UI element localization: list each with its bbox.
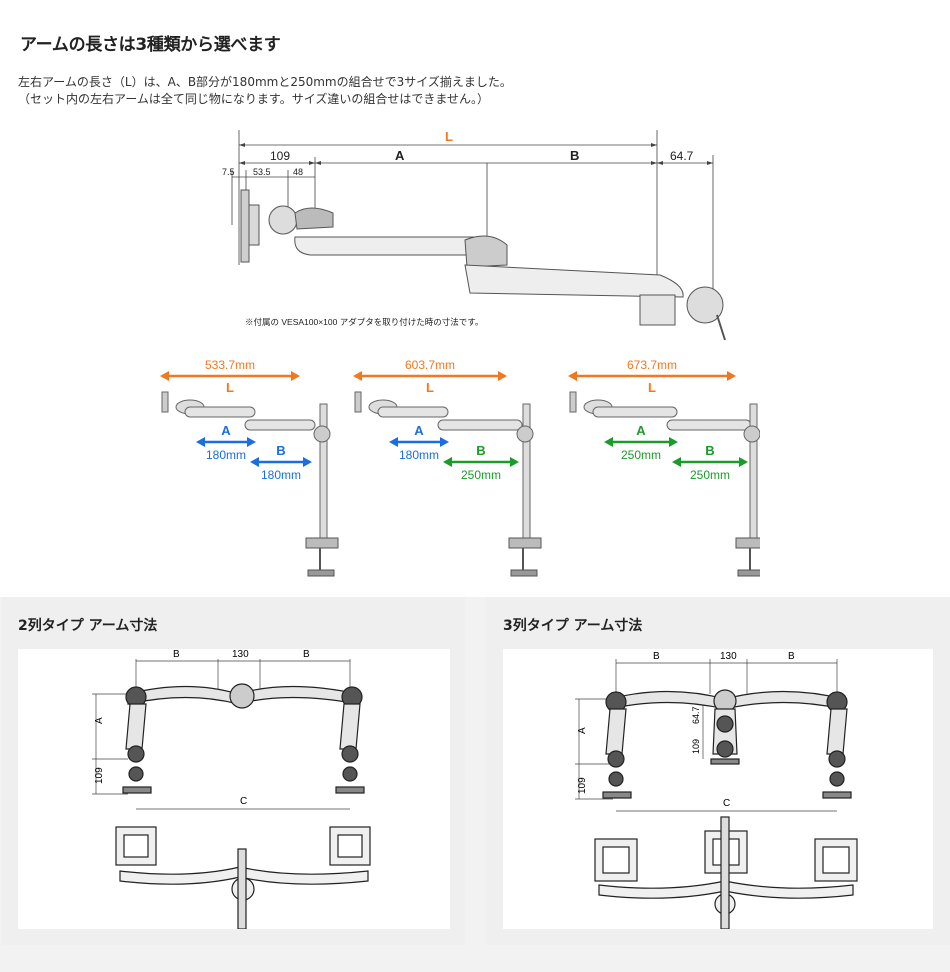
p3-dim-130: 130 bbox=[720, 651, 737, 662]
combo-2-A-value: 180mm bbox=[399, 448, 439, 462]
p3-dim-B-left: B bbox=[653, 651, 660, 662]
main-dim-48: 48 bbox=[293, 167, 303, 177]
combo-1-pole bbox=[319, 403, 328, 545]
combo-1-A-label: A bbox=[221, 423, 231, 438]
combo-1-total-arrow-head-right bbox=[291, 371, 300, 381]
combo-2-A-label: A bbox=[414, 423, 424, 438]
combo-1-pole-joint bbox=[313, 425, 331, 443]
combo-2-arm-a bbox=[377, 406, 449, 418]
combo-2-pole-joint bbox=[516, 425, 534, 443]
p3-front-illustration bbox=[602, 689, 852, 799]
p3-dim-B-right: B bbox=[788, 651, 795, 662]
panel-3-drawing: B 130 B A 109 64.7 109 C bbox=[503, 649, 933, 930]
combo-3-arm-a bbox=[592, 406, 678, 418]
combo-3-A-label: A bbox=[636, 423, 646, 438]
p3-dim-C: C bbox=[723, 798, 730, 809]
combo-3-monitor-plate bbox=[569, 391, 577, 413]
combo-1-A-arrow-head-right bbox=[247, 437, 256, 447]
combo-3-B-arrow-head-right bbox=[739, 457, 748, 467]
combo-1-monitor-plate bbox=[161, 391, 169, 413]
combo-1-B-arrow-head-left bbox=[250, 457, 259, 467]
combo-1-arm-a bbox=[184, 406, 256, 418]
combo-3-total-arrow-head-left bbox=[568, 371, 577, 381]
combo-1-clamp-base bbox=[307, 569, 335, 577]
arm-side-dimension-diagram: L 109 A B 64.7 7.5 53.5 48 ※付属の VESA100×… bbox=[215, 125, 735, 345]
combo-1-B-arrow-head-right bbox=[303, 457, 312, 467]
p2-dim-130: 130 bbox=[232, 649, 249, 660]
p3-dim-109-left: 109 bbox=[577, 777, 588, 794]
p2-dim-B-left: B bbox=[173, 649, 180, 660]
arm-side-illustration bbox=[240, 189, 726, 341]
combo-1-B-label: B bbox=[276, 443, 285, 458]
panel-2-column: 2列タイプ アーム寸法 B 130 B A 109 C bbox=[2, 597, 465, 945]
p2-dim-A: A bbox=[94, 717, 105, 724]
description-line-2: （セット内の左右アームは全て同じ物になります。サイズ違いの組合せはできません。） bbox=[18, 92, 490, 106]
combo-1-total-arrow-head-left bbox=[160, 371, 169, 381]
p2-front-illustration bbox=[122, 683, 365, 794]
combo-3-total-arrow-head-right bbox=[727, 371, 736, 381]
p3-dim-109-mid: 109 bbox=[691, 739, 701, 754]
main-dim-109: 109 bbox=[270, 149, 290, 163]
combo-3-pole-joint bbox=[743, 425, 761, 443]
section-heading: アームの長さは3種類から選べます bbox=[20, 35, 281, 55]
panel-3-column: 3列タイプ アーム寸法 B 130 B A 109 64.7 109 C bbox=[485, 597, 950, 945]
combo-1-clamp bbox=[305, 537, 339, 549]
combo-2-arm-b bbox=[437, 419, 523, 431]
panel-2-drawing: B 130 B A 109 C bbox=[18, 649, 450, 930]
p2-top-illustration bbox=[115, 826, 371, 930]
combo-3-total: 673.7mm bbox=[627, 358, 677, 372]
main-dim-64-7: 64.7 bbox=[670, 149, 694, 163]
panel-3-title: 3列タイプ アーム寸法 bbox=[503, 618, 643, 634]
combo-2-clamp-base bbox=[510, 569, 538, 577]
combo-3-arm-b bbox=[666, 419, 752, 431]
combo-3-pole bbox=[749, 403, 758, 545]
combo-2-B-arrow-head-left bbox=[443, 457, 452, 467]
combo-3-clamp bbox=[735, 537, 769, 549]
combo-2-B-value: 250mm bbox=[461, 468, 501, 482]
combo-3-clamp-base bbox=[737, 569, 765, 577]
p3-top-illustration bbox=[594, 816, 858, 930]
combo-1-B-value: 180mm bbox=[261, 468, 301, 482]
main-L-label: L bbox=[445, 129, 453, 144]
combo-1-A-value: 180mm bbox=[206, 448, 246, 462]
combo-1-A-arrow-head-left bbox=[196, 437, 205, 447]
main-B-label: B bbox=[570, 148, 579, 163]
combo-1-arm-b bbox=[244, 419, 316, 431]
combo-3-A-arrow-head-left bbox=[604, 437, 613, 447]
combo-2-A-arrow-head-left bbox=[389, 437, 398, 447]
combo-2-L: L bbox=[426, 380, 434, 395]
p3-dim-A: A bbox=[577, 727, 588, 734]
p2-dim-109: 109 bbox=[94, 767, 105, 784]
panel-2-title: 2列タイプ アーム寸法 bbox=[18, 618, 158, 634]
combo-3-A-arrow-head-right bbox=[669, 437, 678, 447]
combo-2-pole bbox=[522, 403, 531, 545]
main-dim-53-5: 53.5 bbox=[253, 167, 271, 177]
combo-3-L: L bbox=[648, 380, 656, 395]
combo-3-B-value: 250mm bbox=[690, 468, 730, 482]
combo-2-total: 603.7mm bbox=[405, 358, 455, 372]
combo-2-total-arrow-head-right bbox=[498, 371, 507, 381]
p3-dim-64-7: 64.7 bbox=[691, 706, 701, 724]
combo-1-L: L bbox=[226, 380, 234, 395]
combo-1-total: 533.7mm bbox=[205, 358, 255, 372]
combo-3-B-label: B bbox=[705, 443, 714, 458]
description-line-1: 左右アームの長さ（L）は、A、B部分が180mmと250mmの組合せで3サイズ揃… bbox=[18, 75, 512, 89]
combo-2-A-arrow-head-right bbox=[440, 437, 449, 447]
combo-2-total-arrow-head-left bbox=[353, 371, 362, 381]
main-dim-7-5: 7.5 bbox=[222, 167, 235, 177]
description: 左右アームの長さ（L）は、A、B部分が180mmと250mmの組合せで3サイズ揃… bbox=[18, 74, 512, 108]
p2-dim-B-right: B bbox=[303, 649, 310, 660]
main-note: ※付属の VESA100×100 アダプタを取り付けた時の寸法です。 bbox=[245, 317, 483, 327]
combo-2-B-arrow-head-right bbox=[510, 457, 519, 467]
combo-3-A-value: 250mm bbox=[621, 448, 661, 462]
combo-2-clamp bbox=[508, 537, 542, 549]
combo-2-monitor-plate bbox=[354, 391, 362, 413]
main-A-label: A bbox=[395, 148, 405, 163]
combo-2-B-label: B bbox=[476, 443, 485, 458]
combo-3-B-arrow-head-left bbox=[672, 457, 681, 467]
p2-dim-C: C bbox=[240, 796, 247, 807]
